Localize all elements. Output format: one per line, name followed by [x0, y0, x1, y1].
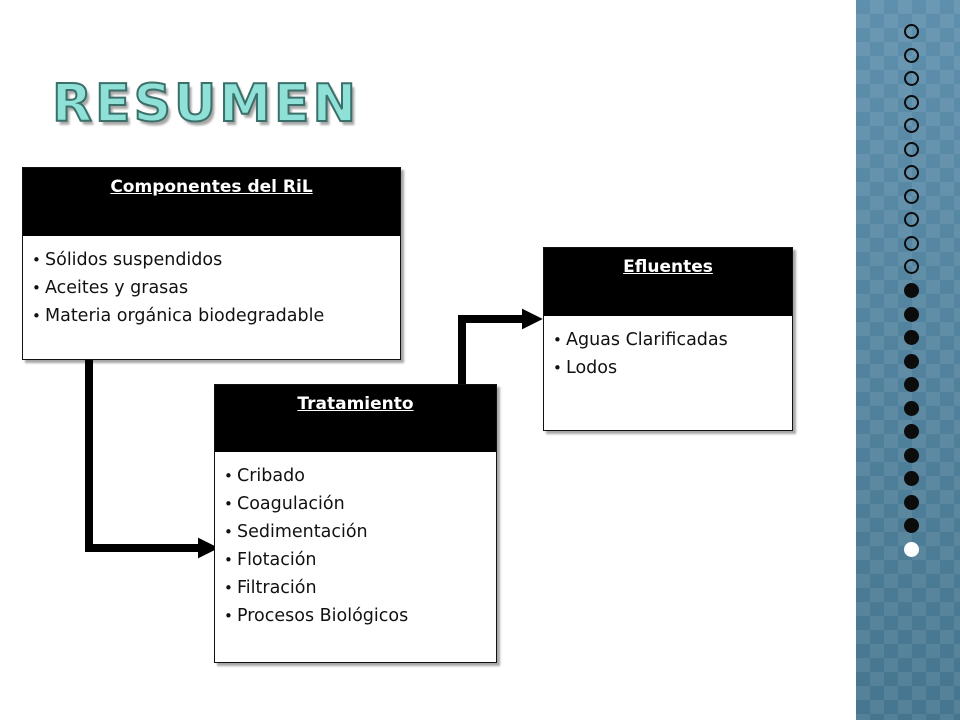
effluents-list: Aguas Clarificadas Lodos — [544, 316, 792, 382]
effluents-box: Efluentes Aguas Clarificadas Lodos — [543, 247, 793, 431]
ring-dot-icon — [904, 377, 919, 393]
ring-dot-icon — [904, 24, 919, 39]
ring-dot-icon — [904, 212, 919, 228]
connector-components-to-treatment — [85, 360, 219, 559]
components-heading: Componentes del RiL — [23, 168, 400, 236]
list-item: Aguas Clarificadas — [553, 326, 784, 354]
ring-dot-icon — [904, 188, 919, 204]
ring-dot-icon — [904, 447, 919, 463]
ring-dot-icon — [904, 165, 919, 181]
list-item: Flotación — [224, 546, 488, 574]
ring-dot-icon — [904, 330, 919, 346]
ring-dot-icon — [904, 424, 919, 440]
ring-dot-icon — [904, 518, 919, 534]
treatment-heading: Tratamiento — [215, 385, 496, 452]
ring-dot-icon — [904, 71, 919, 87]
ring-dot-icon — [904, 283, 919, 299]
list-item: Cribado — [224, 462, 488, 490]
ring-dot-icon — [904, 494, 919, 510]
slide-dot-column — [904, 24, 922, 566]
list-item: Filtración — [224, 574, 488, 602]
slide-title: RESUMEN — [51, 74, 360, 134]
list-item: Coagulación — [224, 490, 488, 518]
list-item: Aceites y grasas — [32, 274, 392, 302]
treatment-box: Tratamiento Cribado Coagulación Sediment… — [214, 384, 497, 663]
ring-dot-icon — [904, 400, 919, 416]
components-list: Sólidos suspendidos Aceites y grasas Mat… — [23, 236, 400, 330]
list-item: Sedimentación — [224, 518, 488, 546]
connector-treatment-to-effluents — [458, 308, 543, 384]
ring-dot-icon — [904, 259, 919, 275]
ring-dot-icon — [904, 306, 919, 322]
list-item: Materia orgánica biodegradable — [32, 302, 392, 330]
ring-dot-icon — [904, 118, 919, 134]
list-item: Sólidos suspendidos — [32, 246, 392, 274]
ring-dot-icon — [904, 94, 919, 110]
components-box: Componentes del RiL Sólidos suspendidos … — [22, 167, 401, 360]
filled-dot-icon — [904, 542, 919, 558]
list-item: Lodos — [553, 354, 784, 382]
list-item: Procesos Biológicos — [224, 602, 488, 630]
ring-dot-icon — [904, 47, 919, 63]
ring-dot-icon — [904, 353, 919, 369]
treatment-list: Cribado Coagulación Sedimentación Flotac… — [215, 452, 496, 630]
effluents-heading: Efluentes — [544, 248, 792, 316]
ring-dot-icon — [904, 141, 919, 157]
ring-dot-icon — [904, 471, 919, 487]
ring-dot-icon — [904, 235, 919, 251]
